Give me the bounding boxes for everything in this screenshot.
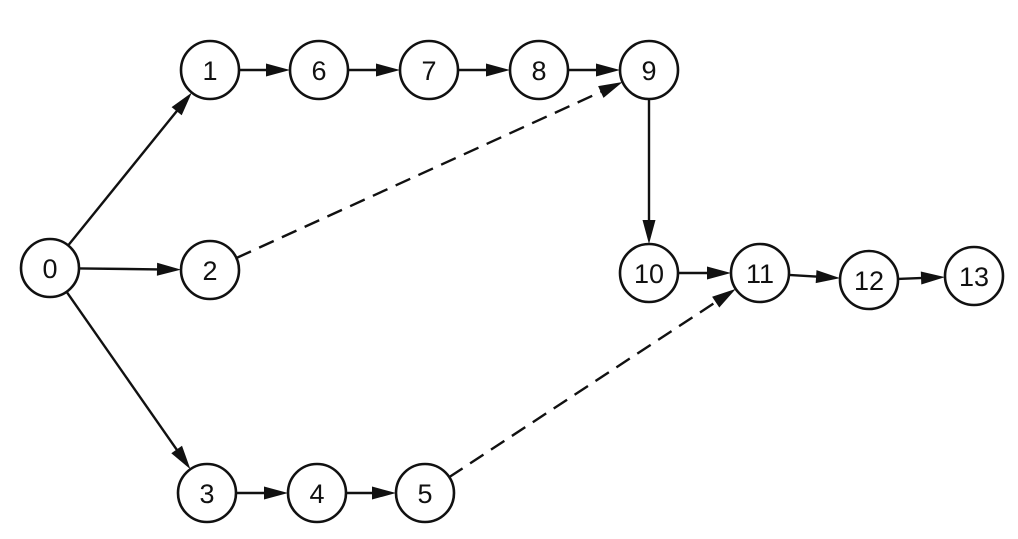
edge-8-to-9 xyxy=(568,63,620,77)
arrowhead-icon xyxy=(156,262,181,276)
dashed-edge-line xyxy=(448,299,719,479)
edge-7-to-8 xyxy=(458,63,510,77)
node-circle xyxy=(179,39,241,101)
node-8: 8 xyxy=(508,39,570,101)
edge-11-to-12 xyxy=(788,270,841,284)
edge-0-to-3 xyxy=(65,291,191,470)
node-label: 5 xyxy=(417,479,432,509)
edge-4-to-5 xyxy=(346,486,396,500)
arrowhead-icon xyxy=(642,220,656,244)
node-label: 13 xyxy=(959,262,989,292)
node-2: 2 xyxy=(179,239,241,301)
solid-edge-line xyxy=(67,108,179,247)
node-6: 6 xyxy=(288,39,350,101)
edge-0-to-1 xyxy=(67,92,192,247)
node-12: 12 xyxy=(838,249,900,311)
edge-0-to-2 xyxy=(78,262,181,276)
edge-3-to-4 xyxy=(236,486,288,500)
node-circle xyxy=(288,39,350,101)
node-0: 0 xyxy=(19,237,81,299)
arrowhead-icon xyxy=(376,63,400,77)
node-label: 3 xyxy=(199,479,214,509)
arrowhead-icon xyxy=(712,288,736,308)
node-circle xyxy=(398,39,460,101)
node-circle xyxy=(838,249,900,311)
node-circle xyxy=(394,462,456,524)
edge-1-to-6 xyxy=(239,63,290,77)
node-label: 2 xyxy=(202,256,217,286)
dashed-edge-line xyxy=(235,90,604,260)
edge-12-to-13 xyxy=(897,271,945,285)
node-label: 7 xyxy=(421,56,436,86)
arrowhead-icon xyxy=(920,271,945,285)
arrowhead-icon xyxy=(707,266,731,280)
edge-2-to-9 xyxy=(235,82,623,260)
node-circle xyxy=(943,245,1005,307)
edge-10-to-11 xyxy=(678,266,731,280)
node-circle xyxy=(618,242,680,304)
arrowhead-icon xyxy=(264,486,288,500)
node-circle xyxy=(19,237,81,299)
node-label: 1 xyxy=(202,56,217,86)
node-label: 12 xyxy=(854,266,884,296)
arrowhead-icon xyxy=(598,82,623,98)
node-label: 4 xyxy=(309,479,324,509)
arrowhead-icon xyxy=(372,486,396,500)
node-label: 11 xyxy=(746,259,774,289)
node-13: 13 xyxy=(943,245,1005,307)
arrowhead-icon xyxy=(171,92,192,116)
node-label: 9 xyxy=(641,56,656,86)
node-9: 9 xyxy=(618,39,680,101)
node-10: 10 xyxy=(618,242,680,304)
node-circle xyxy=(179,239,241,301)
edge-9-to-10 xyxy=(642,99,656,244)
node-3: 3 xyxy=(176,462,238,524)
node-4: 4 xyxy=(286,462,348,524)
edge-5-to-11 xyxy=(448,288,736,479)
solid-edge-line xyxy=(788,273,819,278)
arrowhead-icon xyxy=(266,63,290,77)
node-label: 6 xyxy=(311,56,326,86)
node-5: 5 xyxy=(394,462,456,524)
node-circle xyxy=(508,39,570,101)
node-7: 7 xyxy=(398,39,460,101)
node-circle xyxy=(286,462,348,524)
node-label: 8 xyxy=(531,56,546,86)
node-1: 1 xyxy=(179,39,241,101)
node-label: 10 xyxy=(634,259,664,289)
solid-edge-line xyxy=(897,276,924,281)
node-circle xyxy=(618,39,680,101)
arrowhead-icon xyxy=(171,445,191,470)
node-circle xyxy=(176,462,238,524)
edges-layer xyxy=(65,63,945,500)
edge-6-to-7 xyxy=(348,63,400,77)
arrowhead-icon xyxy=(486,63,510,77)
node-label: 0 xyxy=(42,254,57,284)
solid-edge-line xyxy=(78,267,160,271)
arrowhead-icon xyxy=(596,63,620,77)
solid-edge-line xyxy=(65,291,179,452)
node-11: 11 xyxy=(729,242,791,304)
arrowhead-icon xyxy=(815,270,841,284)
node-circle xyxy=(729,242,791,304)
